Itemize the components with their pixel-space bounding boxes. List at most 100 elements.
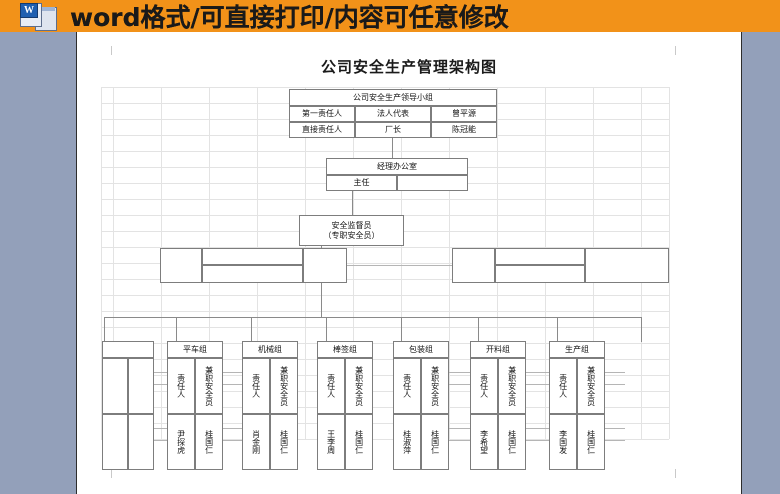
tie-line: [605, 384, 625, 385]
group-2-role-label: 责任人: [242, 358, 270, 414]
tie-line: [449, 372, 470, 373]
group-6-safety-label: 兼职安全员: [577, 358, 605, 414]
connector-leadership-office: [392, 138, 393, 158]
page-gutter-right: [741, 32, 780, 494]
leadership-header-box: 公司安全生产领导小组: [289, 89, 497, 106]
leadership-role-2: 直接责任人: [289, 122, 355, 138]
grid-v: [101, 87, 102, 439]
word-icon-letter: W: [20, 3, 38, 18]
leadership-role-1: 第一责任人: [289, 106, 355, 122]
group-4-safety-name: 桂国仁: [421, 414, 449, 470]
tie-line: [526, 372, 549, 373]
tie-line: [526, 440, 549, 441]
grid-h: [101, 407, 669, 408]
office-header-box: 经理办公室: [326, 158, 468, 175]
grid-h: [101, 87, 669, 88]
group-4-role-label: 责任人: [393, 358, 421, 414]
tie-line: [154, 428, 167, 429]
tie-line: [526, 384, 549, 385]
group-0-safety-col: [128, 358, 154, 414]
mid-box-1: [160, 248, 202, 283]
group-2-safety-label: 兼职安全员: [270, 358, 298, 414]
banner-text: word格式/可直接打印/内容可任意修改: [70, 3, 509, 32]
tie-line: [223, 372, 242, 373]
group-drop-6: [478, 317, 479, 342]
grid-h: [101, 263, 669, 264]
mid-box-7: [495, 265, 585, 283]
group-6-responsible-name: 李国发: [549, 414, 577, 470]
grid-v: [449, 87, 450, 439]
page-title: 公司安全生产管理架构图: [320, 58, 497, 76]
tie-line: [605, 428, 625, 429]
grid-h: [101, 423, 669, 424]
mid-box-2: [202, 248, 303, 265]
margin-mark-top-left: [111, 46, 112, 55]
safety-supervisor-box: 安全监督员 （专职安全员）: [299, 215, 404, 246]
tie-line: [223, 428, 242, 429]
mid-box-5: [452, 248, 495, 283]
group-5-role-label: 责任人: [470, 358, 498, 414]
group-3-responsible-name: 王李周: [317, 414, 345, 470]
group-2-header: 机械组: [242, 341, 298, 358]
grid-h: [101, 391, 669, 392]
mid-box-3: [202, 265, 303, 283]
office-role-box: 主任: [326, 175, 397, 191]
group-4-header: 包装组: [393, 341, 449, 358]
group-0-header: [102, 341, 154, 358]
group-3-role-label: 责任人: [317, 358, 345, 414]
leadership-position-2: 厂长: [355, 122, 431, 138]
group-0-safety-name: [128, 414, 154, 470]
supervisor-line-1: 安全监督员: [331, 221, 372, 231]
grid-h: [101, 359, 669, 360]
tie-line: [223, 440, 242, 441]
connector-mid-span: [347, 265, 452, 266]
mid-box-8: [585, 248, 669, 283]
tie-line: [605, 440, 625, 441]
promo-banner: W word格式/可直接打印/内容可任意修改: [0, 0, 780, 32]
group-3-header: 棒签组: [317, 341, 373, 358]
group-drop-4: [326, 317, 327, 342]
tie-line: [449, 440, 470, 441]
group-drop-7: [557, 317, 558, 342]
grid-h: [101, 327, 669, 328]
grid-v: [669, 87, 670, 439]
connector-office-supervisor: [352, 191, 353, 215]
office-name-box: [397, 175, 468, 191]
grid-h: [101, 247, 669, 248]
connector-mid-drop: [321, 283, 322, 317]
group-1-safety-label: 兼职安全员: [195, 358, 223, 414]
tie-line: [154, 384, 167, 385]
group-6-header: 生产组: [549, 341, 605, 358]
group-6-safety-name: 桂国仁: [577, 414, 605, 470]
page-gutter-left: [0, 32, 77, 494]
group-3-safety-name: 桂国仁: [345, 414, 373, 470]
group-drop-8: [641, 317, 642, 342]
group-1-role-label: 责任人: [167, 358, 195, 414]
leadership-name-2: 陈冠能: [431, 122, 497, 138]
tie-line: [605, 372, 625, 373]
grid-h: [101, 439, 669, 440]
group-drop-3: [251, 317, 252, 342]
group-2-responsible-name: 肖金刚: [242, 414, 270, 470]
grid-v: [401, 87, 402, 439]
tie-line: [154, 372, 167, 373]
margin-mark-bottom-left: [111, 469, 112, 478]
group-drop-2: [176, 317, 177, 342]
mid-box-6: [495, 248, 585, 265]
margin-mark-top-right: [675, 46, 676, 55]
group-5-safety-name: 桂国仁: [498, 414, 526, 470]
grid-h: [101, 199, 669, 200]
supervisor-line-2: （专职安全员）: [323, 230, 380, 240]
group-6-role-label: 责任人: [549, 358, 577, 414]
document-page: 公司安全生产管理架构图: [77, 32, 741, 494]
leadership-name-1: 曾平源: [431, 106, 497, 122]
tie-line: [449, 428, 470, 429]
margin-mark-bottom-right: [675, 469, 676, 478]
tie-line: [154, 440, 167, 441]
tie-line: [449, 384, 470, 385]
grid-v: [113, 87, 114, 439]
tie-line: [526, 428, 549, 429]
group-5-safety-label: 兼职安全员: [498, 358, 526, 414]
grid-h: [101, 279, 669, 280]
